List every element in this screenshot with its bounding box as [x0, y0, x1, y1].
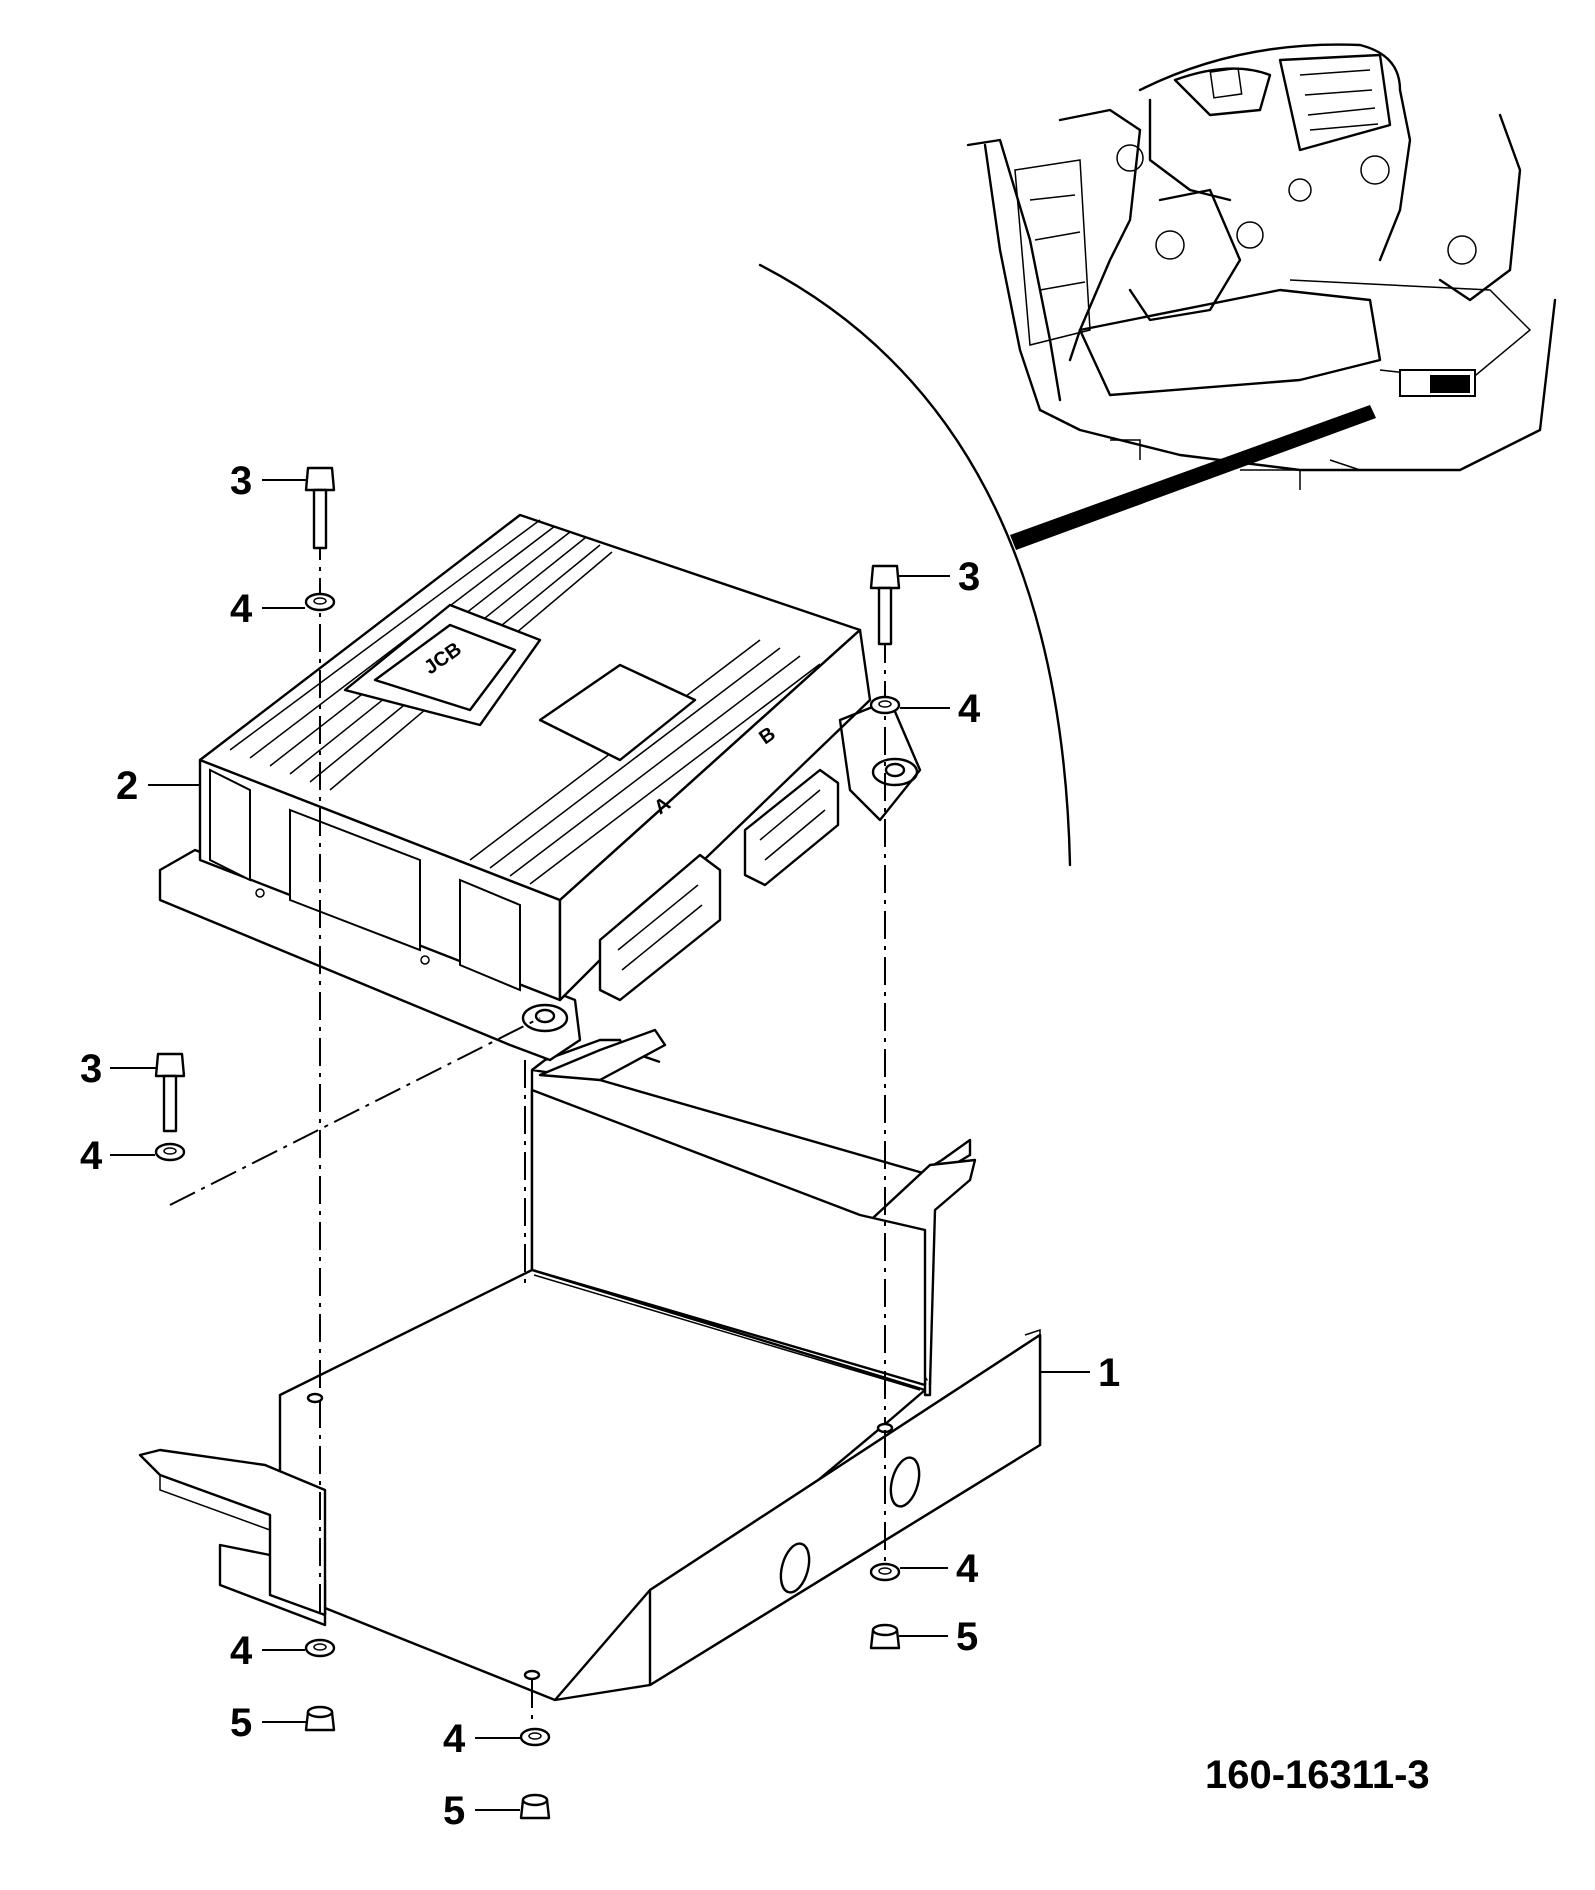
callout-5-bottom-right: 5: [956, 1615, 978, 1659]
assembly-centre-lines: [169, 532, 886, 1720]
callout-5-bottom-center: 5: [443, 1789, 465, 1833]
callout-4-bottom-left: 4: [230, 1629, 253, 1673]
callout-4-top-left: 4: [230, 587, 253, 631]
leader-lines: [110, 479, 1090, 1811]
ecu-module: JCB A B: [158, 513, 922, 1062]
nut-bottom-center: [519, 1793, 551, 1820]
callout-1: 1: [1098, 1351, 1120, 1395]
bolt-mid-left: [154, 1052, 186, 1133]
callout-4-mid-left: 4: [80, 1134, 103, 1178]
callout-4-top-right: 4: [958, 687, 981, 731]
drawing-number: 160-16311-3: [1205, 1753, 1430, 1797]
callout-5-bottom-left: 5: [230, 1701, 252, 1745]
washer-top-right: [869, 695, 901, 715]
callout-4-bottom-center: 4: [443, 1717, 466, 1761]
callout-2: 2: [116, 764, 138, 808]
nut-bottom-left: [304, 1705, 336, 1732]
callout-3-top-left: 3: [230, 459, 252, 503]
nut-bottom-right: [869, 1623, 901, 1650]
washer-bottom-center: [519, 1727, 551, 1747]
callout-4-bottom-right: 4: [956, 1547, 979, 1591]
mounting-bracket: [138, 1028, 1042, 1702]
cab-locator-view: [758, 43, 1557, 867]
callout-3-mid-left: 3: [80, 1047, 102, 1091]
washer-top-left: [304, 592, 336, 612]
bolt-top-left: [304, 466, 336, 550]
callout-numbers: 3 4 3 4 2 3 4 1 4 5 4 5 4 5: [80, 459, 1120, 1833]
bolt-top-right: [869, 564, 901, 646]
washer-mid-left: [154, 1142, 186, 1162]
washer-bottom-left: [304, 1638, 336, 1658]
callout-3-top-right: 3: [958, 555, 980, 599]
washer-bottom-right: [869, 1562, 901, 1582]
